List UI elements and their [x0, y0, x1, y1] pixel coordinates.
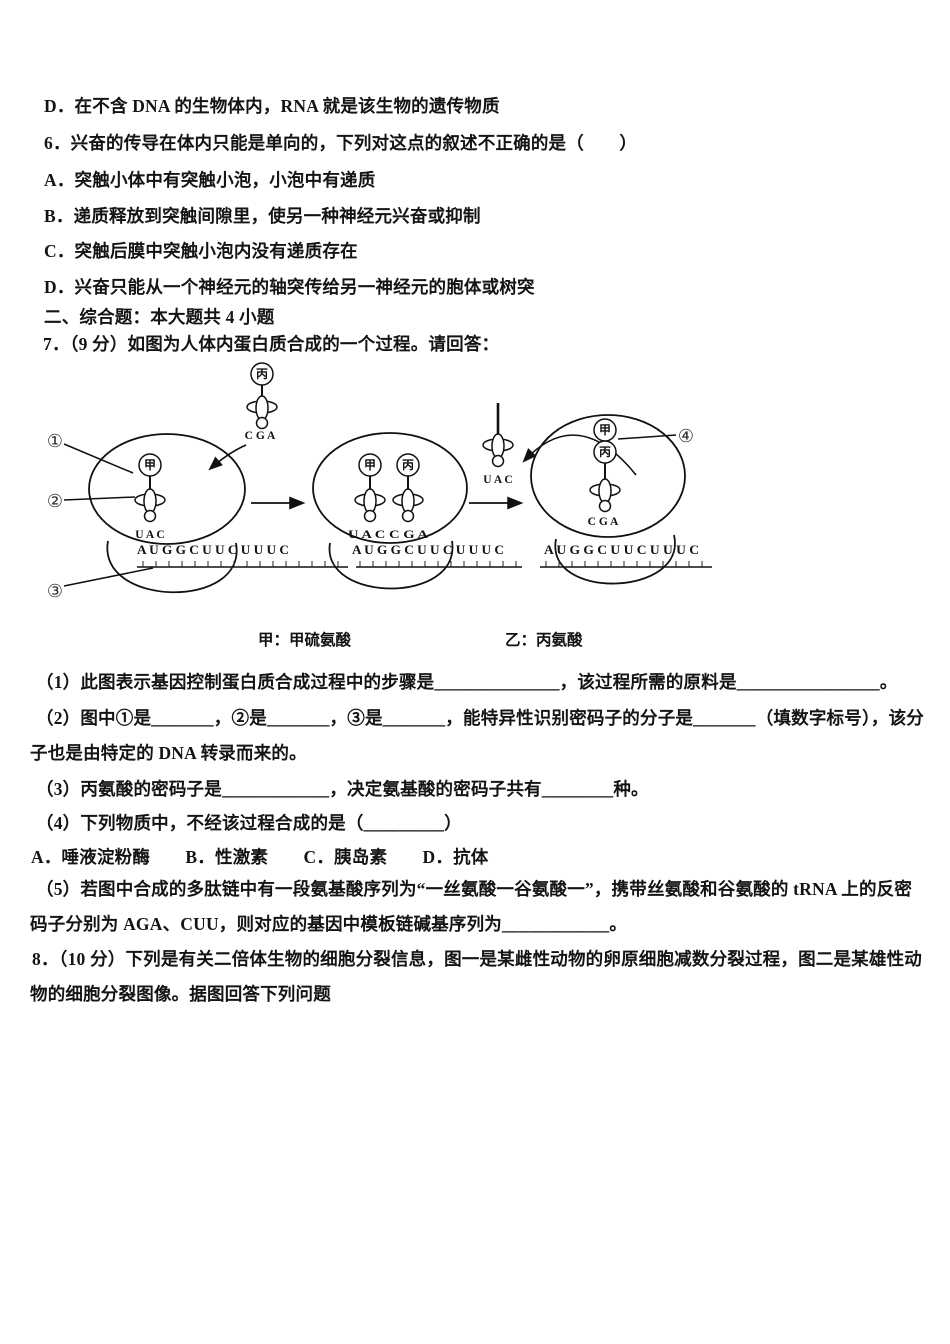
amino-acid-label: 甲 [364, 458, 376, 472]
text-line: B．递质释放到突触间隙里，使另一种神经元兴奋或抑制 [44, 206, 481, 226]
trna-anticodon-loop [255, 416, 269, 430]
trna-with-dipeptide: 甲 丙 [589, 418, 621, 513]
amino-acid-label: 丙 [402, 458, 414, 472]
trna-body [598, 478, 612, 504]
text-line: 物的细胞分裂图像。据图回答下列问题 [30, 984, 331, 1004]
caption-amino-jia: 甲：甲硫氨酸 [258, 630, 352, 649]
incoming-trna-bing: 丙 C G A [208, 362, 278, 471]
ribosome-small-subunit [106, 540, 238, 594]
mrna-codon-sequence: A U G G C U U C U U U C [352, 542, 504, 557]
callout-2: ② [47, 491, 63, 512]
text-line: A．突触小体中有突触小泡，小泡中有递质 [44, 170, 376, 190]
mrna-codon-sequence: A U G G C U U C U U U C [137, 542, 289, 557]
mrna-ticks [142, 561, 339, 567]
ribosome-small-subunit [328, 540, 454, 590]
leaving-trna: U A C [482, 403, 637, 486]
ribosome-2: 甲 丙 U A C C G A A U G G C U U C U U U C [312, 432, 522, 590]
callout-3-line [63, 567, 154, 587]
anticodon-cga: C G A [245, 430, 276, 442]
anticodon-cga: C G A [588, 516, 619, 528]
text-line: （3）丙氨酸的密码子是____________，决定氨基酸的密码子共有_____… [36, 779, 649, 799]
amino-acid-label: 甲 [144, 458, 156, 472]
text-line: D．兴奋只能从一个神经元的轴突传给另一神经元的胞体或树突 [44, 277, 535, 297]
trna-anticodon-loop [401, 509, 415, 523]
amino-acid-label: 丙 [599, 445, 611, 459]
amino-acid-label: 丙 [256, 367, 268, 381]
text-line: （1）此图表示基因控制蛋白质合成过程中的步骤是______________，该过… [36, 672, 898, 692]
trna-anticodon-loop [491, 454, 505, 468]
text-line: 子也是由特定的 DNA 转录而来的。 [30, 743, 307, 763]
ribosome-large-subunit [88, 433, 246, 545]
text-line: D．在不含 DNA 的生物体内，RNA 就是该生物的遗传物质 [44, 96, 500, 116]
ribosome-large-subunit [530, 414, 686, 538]
callout-2-line [63, 496, 136, 501]
callout-1: ① [47, 431, 63, 452]
caption-amino-yi: 乙：丙氨酸 [505, 630, 583, 649]
callout-4: ④ [678, 426, 694, 447]
trna-met: 甲 [354, 453, 386, 523]
text-line: （4）下列物质中，不经该过程合成的是（_________） [36, 813, 462, 833]
anticodon-uac-cga: U A C C G A [348, 529, 429, 541]
text-line: 码子分别为 AGA、CUU，则对应的基因中模板链碱基序列为___________… [30, 914, 628, 934]
text-line: 6．兴奋的传导在体内只能是单向的，下列对这点的叙述不正确的是（ ） [44, 133, 638, 153]
anticodon-uac: U A C [135, 529, 164, 541]
trna-body [363, 488, 377, 514]
trna-body [255, 395, 269, 421]
mrna-ticks [545, 561, 703, 567]
trna-body [143, 488, 157, 514]
trna-anticodon-loop [363, 509, 377, 523]
trna-entry-arrow [208, 444, 247, 471]
text-line: C．突触后膜中突触小泡内没有递质存在 [44, 241, 358, 261]
mrna-codon-sequence: A U G G C U U C U U U C [544, 542, 699, 557]
trna-anticodon-loop [143, 509, 157, 523]
text-line: （5）若图中合成的多肽链中有一段氨基酸序列为“一丝氨酸一谷氨酸一”，携带丝氨酸和… [36, 879, 913, 899]
callout-4-line [617, 434, 677, 440]
ribosome-1: 甲 U A C A U G G C U U C U U U C [88, 433, 348, 594]
section-heading: 二、综合题：本大题共 4 小题 [44, 307, 275, 327]
mrna-ticks [359, 561, 517, 567]
ribosome-small-subunit [554, 534, 676, 585]
amino-acid-label: 甲 [599, 423, 611, 437]
anticodon-uac: U A C [483, 474, 512, 486]
protein-synthesis-diagram: 甲 U A C A U G G C U U C U U U C 丙 C G A … [47, 362, 712, 649]
ribosome-large-subunit [312, 432, 468, 544]
trna-body [401, 488, 415, 514]
text-line: （2）图中①是_______，②是_______，③是_______，能特异性识… [36, 708, 924, 728]
callout-3: ③ [47, 581, 63, 602]
ribosome-3: 甲 丙 C G A A U G G C U U C U U U C ④ [530, 414, 712, 585]
trna-body [491, 433, 505, 459]
trna-exit-arrow [522, 434, 637, 476]
trna-anticodon-loop [598, 499, 612, 513]
trna-met: 甲 [134, 453, 166, 523]
trna-ala: 丙 [392, 453, 424, 523]
text-line: A．唾液淀粉酶 B．性激素 C．胰岛素 D．抗体 [31, 847, 489, 867]
callout-1-line [63, 443, 134, 474]
question-8-stem: 8．（10 分）下列是有关二倍体生物的细胞分裂信息，图一是某雌性动物的卵原细胞减… [32, 949, 922, 969]
callouts-left: ① ② ③ [47, 431, 154, 602]
question-7-stem: 7．（9 分）如图为人体内蛋白质合成的一个过程。请回答： [43, 334, 500, 354]
